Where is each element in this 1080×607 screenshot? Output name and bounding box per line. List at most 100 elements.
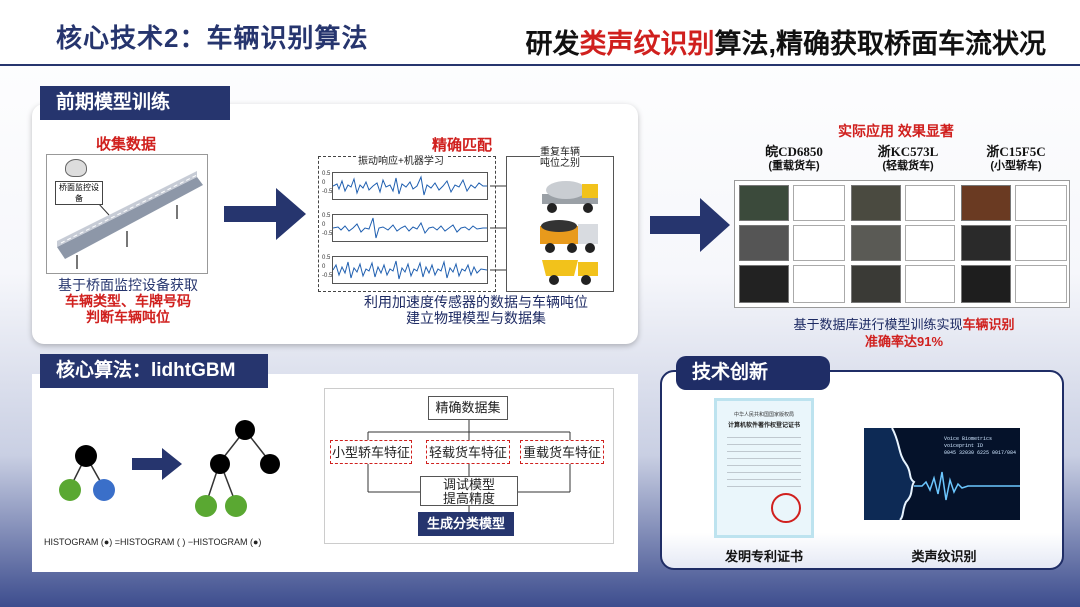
flow-dataset: 精确数据集 (428, 396, 508, 420)
camera-frame-3a (961, 185, 1011, 221)
tree-node-mid-right (260, 454, 280, 474)
collect-line-2: 车辆类型、车牌号码 (65, 293, 191, 309)
tree-leaf-green-b (225, 495, 247, 517)
camera-frame-1a (739, 185, 789, 221)
chart-frame-1c (793, 265, 845, 303)
voice-wave-graphic (864, 428, 1020, 520)
tick-b1: 0.5 (322, 213, 331, 219)
header-bar: 核心技术2：车辆识别算法 研发类声纹识别算法,精确获取桥面车流状况 (0, 0, 1080, 66)
match-line-2: 建立物理模型与数据集 (406, 310, 546, 326)
tab-model-training: 前期模型训练 (40, 86, 230, 120)
plate-type-1: (重载货车) (768, 160, 820, 172)
mixer-truck-icon (542, 181, 598, 213)
waveform-line-3 (332, 260, 488, 280)
chart-frame-3a (1015, 185, 1067, 221)
plate-3: 浙C15F5C (986, 144, 1046, 159)
chart-frame-3b (1015, 225, 1067, 261)
camera-frame-2c (851, 265, 901, 303)
camera-frame-2b (851, 225, 901, 261)
plate-type-3: (小型轿车) (990, 160, 1042, 172)
caption-highlight: 车辆识别 (962, 317, 1015, 332)
slogan-highlight: 类声纹识别 (579, 29, 715, 59)
truck-title-1: 重复车辆 (540, 147, 580, 158)
camera-frame-3c (961, 265, 1011, 303)
tick-c3: -0.5 (322, 273, 333, 279)
tree-leaf-green-a (195, 495, 217, 517)
slogan-pre: 研发 (525, 29, 580, 59)
chart-frame-2a (905, 185, 955, 221)
tick-a2: 0 (322, 180, 326, 186)
waveform-3 (332, 256, 488, 284)
tick-b3: -0.5 (322, 231, 333, 237)
flow-tune-1: 调试模型 (442, 477, 495, 492)
voice-text-2: voiceprint ID (944, 443, 984, 449)
tree-node-root-left (75, 445, 97, 467)
tick-b2: 0 (322, 222, 326, 228)
flow-feature-heavy-truck: 重载货车特征 (520, 440, 604, 464)
truck-title-2: 吨位之别 (540, 158, 580, 169)
camera-frame-3b (961, 225, 1011, 261)
flow-feature-light-truck: 轻载货车特征 (426, 440, 510, 464)
flow-tune: 调试模型提高精度 (420, 476, 518, 506)
collect-line-1: 基于桥面监控设备获取 (58, 277, 198, 293)
tree-leaf-blue-left (93, 479, 115, 501)
voice-text-3: 0045 32030 6225 0017/084 (944, 450, 1017, 456)
arrow-right-icon-2 (650, 198, 730, 252)
caption-pre: 基于数据库进行模型训练实现 (793, 317, 963, 332)
tick-c2: 0 (322, 264, 326, 270)
waveform-2 (332, 214, 488, 242)
voiceprint-caption: 类声纹识别 (911, 549, 977, 564)
tree-diagram (59, 420, 280, 517)
application-caption-line-1: 基于数据库进行模型训练实现车辆识别 (754, 316, 1054, 333)
plate-1: 皖CD6850 (765, 144, 823, 159)
camera-frame-1b (739, 225, 789, 261)
tick-a3: -0.5 (322, 189, 333, 195)
histogram-formula: HISTOGRAM (●) =HISTOGRAM ( ) −HISTOGRAM … (44, 537, 262, 547)
chart-frame-2b (905, 225, 955, 261)
cert-title: 中华人民共和国国家版权局 (733, 412, 794, 418)
camera-frame-1c (739, 265, 789, 303)
tick-a1: 0.5 (322, 171, 331, 177)
match-description: 利用加速度传感器的数据与车辆吨位 建立物理模型与数据集 (346, 294, 606, 326)
tree-leaf-green-left (59, 479, 81, 501)
chart-frame-1b (793, 225, 845, 261)
camera-icon (65, 159, 87, 177)
accuracy-text: 准确率达91% (864, 334, 944, 349)
cert-text-lines (727, 437, 801, 491)
flow-final: 生成分类模型 (418, 512, 514, 536)
wave-axis-3: 0.5 0 -0.5 (322, 254, 332, 281)
cert-subtitle: 计算机软件著作权登记证书 (727, 423, 800, 429)
flow-tune-2: 提高精度 (442, 491, 495, 506)
flow-feature-small-car: 小型轿车特征 (330, 440, 412, 464)
voice-text-1: Voice Biometrics (944, 436, 993, 442)
collect-data-title: 收集数据 (96, 136, 157, 153)
application-grid (734, 180, 1070, 308)
chart-frame-2c (905, 265, 955, 303)
waveform-title: 振动响应+机器学习 (356, 152, 446, 167)
camera-frame-2a (851, 185, 901, 221)
match-title: 精确匹配 (432, 137, 493, 154)
wave-axis-1: 0.5 0 -0.5 (322, 170, 332, 197)
collect-line-3: 判断车辆吨位 (86, 309, 170, 325)
tree-node-root-right (235, 420, 255, 440)
slogan: 研发类声纹识别算法,精确获取桥面车流状况 (525, 22, 1046, 61)
tab-innovation: 技术创新 (676, 356, 830, 390)
tree-node-mid-left (210, 454, 230, 474)
patent-caption: 发明专利证书 (724, 549, 803, 564)
wave-axis-2: 0.5 0 -0.5 (322, 212, 332, 239)
application-caption: 基于数据库进行模型训练实现车辆识别 准确率达91% (754, 316, 1054, 350)
tick-c1: 0.5 (322, 255, 331, 261)
slogan-post: 算法,精确获取桥面车流状况 (714, 29, 1046, 59)
match-line-1: 利用加速度传感器的数据与车辆吨位 (364, 294, 588, 310)
waveform-1 (332, 172, 488, 200)
waveform-line-1 (332, 175, 487, 196)
tab-core-algorithm: 核心算法：lidhtGBM (40, 354, 268, 388)
collect-description: 基于桥面监控设备获取 车辆类型、车牌号码 判断车辆吨位 (40, 277, 216, 325)
tipper-truck-icon (542, 260, 598, 285)
bridge-image: 桥面监控设备 (46, 154, 208, 274)
arrow-right-icon (224, 188, 306, 240)
chart-frame-3c (1015, 265, 1067, 303)
chart-frame-1a (793, 185, 845, 221)
